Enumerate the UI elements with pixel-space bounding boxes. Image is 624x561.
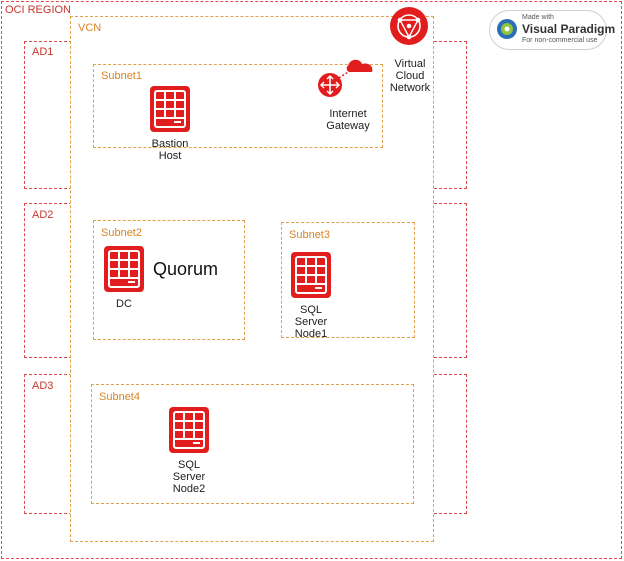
dc-server-icon (104, 246, 144, 292)
dc-caption: DC (116, 298, 132, 310)
visual-paradigm-logo-icon (496, 18, 518, 40)
vcn-icon-caption: Virtual Cloud Network (389, 58, 431, 94)
visual-paradigm-badge: Made with Visual Paradigm For non-commer… (490, 11, 615, 49)
ad3-label: AD3 (32, 380, 54, 392)
vcn-label: VCN (78, 22, 102, 34)
ad1-label: AD1 (32, 46, 54, 58)
vp-brand: Visual Paradigm (522, 22, 616, 36)
vp-note: For non-commercial use (522, 37, 598, 44)
sql-node1-caption: SQL Server Node1 (294, 304, 328, 340)
quorum-label: Quorum (153, 259, 219, 279)
subnet2-label: Subnet2 (101, 227, 142, 239)
bastion-host-icon (150, 86, 190, 132)
subnet4-label: Subnet4 (99, 391, 140, 403)
oci-region-label: OCI REGION (5, 4, 72, 16)
sql-node1-server-icon (291, 252, 331, 298)
sql-node2-server-icon (169, 407, 209, 453)
vp-made-with: Made with (522, 14, 554, 21)
subnet4-boundary (91, 384, 414, 504)
internet-gateway-icon (316, 52, 380, 100)
bastion-host-caption: Bastion Host (151, 138, 189, 162)
sql-node2-caption: SQL Server Node2 (172, 459, 206, 495)
internet-gateway-caption: Internet Gateway (326, 108, 370, 132)
vcn-network-icon (389, 6, 429, 46)
subnet1-label: Subnet1 (101, 70, 142, 82)
subnet3-label: Subnet3 (289, 229, 330, 241)
ad2-label: AD2 (32, 209, 54, 221)
